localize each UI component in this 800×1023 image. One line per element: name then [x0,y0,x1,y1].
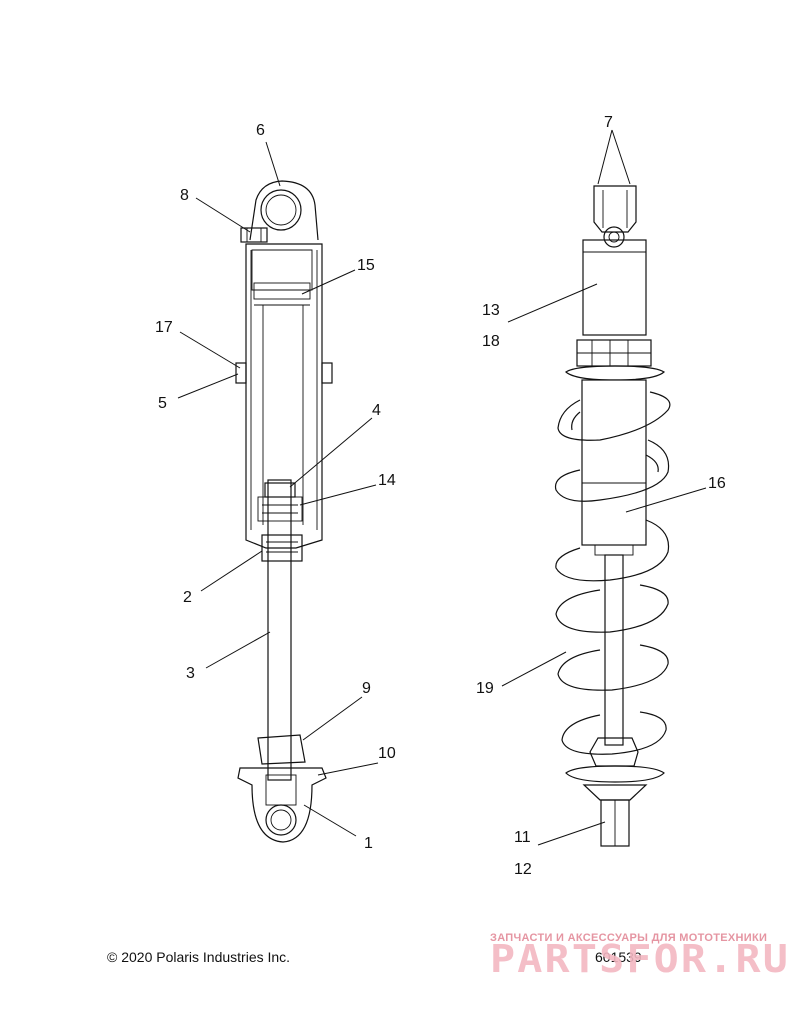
callouts: 6 8 15 17 5 4 14 2 3 9 10 1 7 13 18 16 1… [155,114,726,878]
jam-nut-left [235,362,247,384]
callout-17: 17 [155,319,173,336]
right-shaft [604,554,624,746]
callout-13: 13 [482,302,500,319]
schrader-valve [240,227,268,243]
callout-1: 1 [364,835,373,852]
jam-nut-right [321,362,333,384]
lower-eyelet [237,767,327,843]
lower-bushing [265,804,297,836]
callout-8: 8 [180,187,189,204]
diagram-number: 601539 [595,949,642,965]
lower-mount [582,784,648,801]
copyright-text: © 2020 Polaris Industries Inc. [107,949,290,965]
watermark-logo: PARTSFOR.RU [490,937,790,981]
callout-14: 14 [378,472,396,489]
watermark: ЗАПЧАСТИ И АКСЕССУАРЫ ДЛЯ МОТОТЕХНИКИ PA… [490,932,790,981]
leader-lines [177,129,707,846]
callout-6: 6 [256,122,265,139]
callout-9: 9 [362,680,371,697]
top-clevis [593,185,637,233]
reservoir-body [582,239,647,336]
dividing-piston [253,282,311,300]
callout-11: 11 [514,829,531,846]
callout-2: 2 [183,589,192,606]
right-shock-assembly [554,185,671,847]
shaft [267,479,292,781]
callout-5: 5 [158,395,167,412]
seal-head [261,534,303,562]
top-eyelet [249,180,319,241]
callout-16: 16 [708,475,726,492]
callout-3: 3 [186,665,195,682]
callout-12: 12 [514,861,532,878]
main-body [581,379,647,546]
callout-10: 10 [378,745,396,762]
eyelet-bushing [260,189,302,231]
left-shock-section [235,180,333,843]
top-bolt [603,226,625,248]
coil-spring [554,391,671,755]
callout-7: 7 [604,114,613,131]
shock-body [245,243,323,549]
callout-4: 4 [372,402,381,419]
callout-15: 15 [357,257,375,274]
bumper [257,734,306,765]
callout-18: 18 [482,333,500,350]
callout-19: 19 [476,680,494,697]
watermark-tagline: ЗАПЧАСТИ И АКСЕССУАРЫ ДЛЯ МОТОТЕХНИКИ [490,932,767,944]
